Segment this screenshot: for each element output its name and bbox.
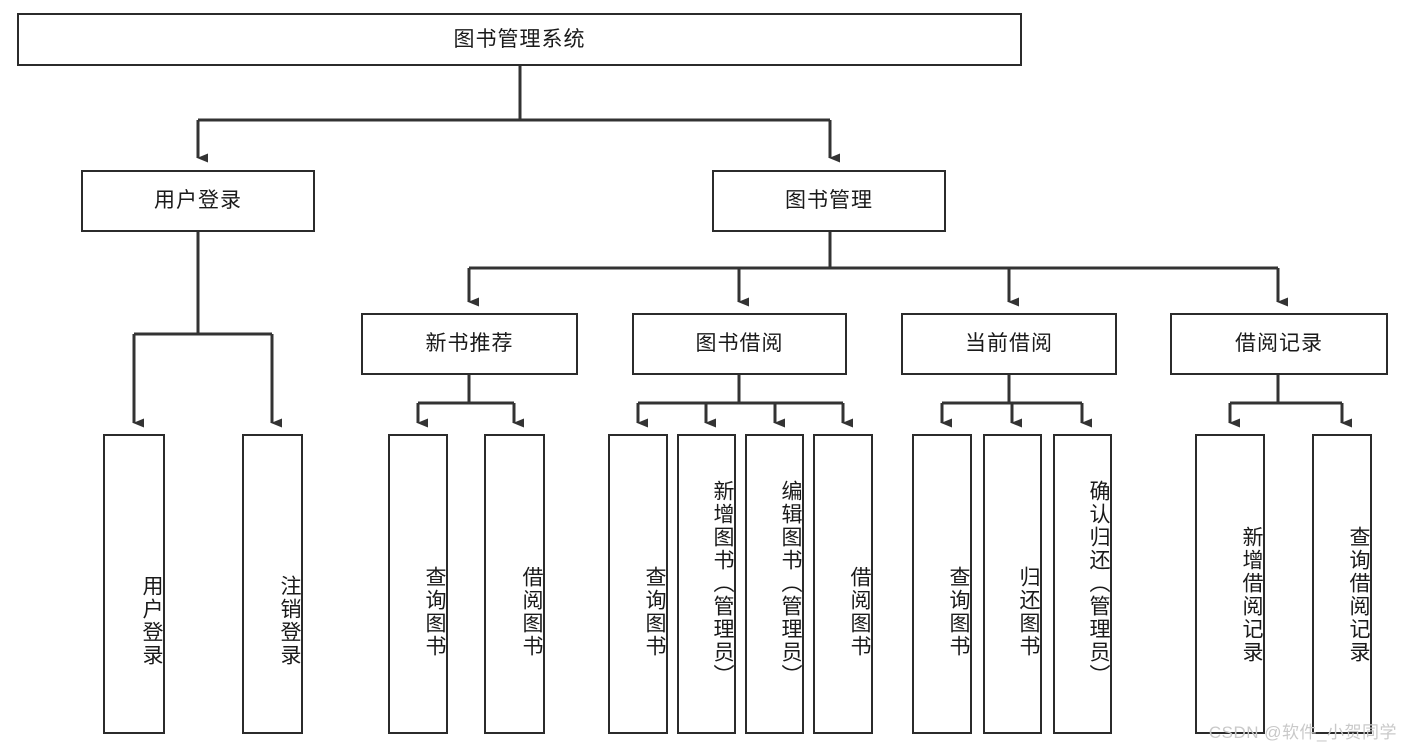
leaf-query-book-2[interactable]: 查询图书 (608, 434, 668, 734)
node-borrow-record-label: 借阅记录 (1235, 332, 1323, 356)
leaf-logout-login[interactable]: 注销登录 (242, 434, 303, 734)
leaf-query-record[interactable]: 查询借阅记录 (1312, 434, 1372, 734)
node-book-manage[interactable]: 图书管理 (712, 170, 946, 232)
leaf-return-book[interactable]: 归还图书 (983, 434, 1042, 734)
node-current-borrow[interactable]: 当前借阅 (901, 313, 1117, 375)
leaf-query-book-2-label: 查询图书 (643, 566, 666, 658)
node-new-book-recommend-label: 新书推荐 (425, 332, 514, 356)
leaf-user-login[interactable]: 用户登录 (103, 434, 165, 734)
leaf-query-record-label: 查询借阅记录 (1347, 526, 1370, 664)
leaf-add-record-label: 新增借阅记录 (1240, 526, 1263, 664)
node-root[interactable]: 图书管理系统 (17, 13, 1022, 66)
node-new-book-recommend[interactable]: 新书推荐 (361, 313, 578, 375)
leaf-edit-book-label: 编辑图书（管理员） (779, 479, 802, 687)
node-root-label: 图书管理系统 (453, 27, 586, 51)
leaf-add-record[interactable]: 新增借阅记录 (1195, 434, 1265, 734)
leaf-user-login-label: 用户登录 (140, 575, 163, 667)
leaf-query-book-3[interactable]: 查询图书 (912, 434, 972, 734)
leaf-query-book-1[interactable]: 查询图书 (388, 434, 448, 734)
leaf-borrow-book-2-label: 借阅图书 (848, 566, 871, 658)
node-current-borrow-label: 当前借阅 (965, 332, 1053, 356)
node-book-borrow-label: 图书借阅 (695, 332, 784, 356)
node-book-manage-label: 图书管理 (785, 189, 873, 213)
leaf-query-book-1-label: 查询图书 (423, 566, 446, 658)
leaf-add-book[interactable]: 新增图书（管理员） (677, 434, 736, 734)
leaf-query-book-3-label: 查询图书 (947, 566, 970, 658)
leaf-edit-book[interactable]: 编辑图书（管理员） (745, 434, 804, 734)
node-user-login[interactable]: 用户登录 (81, 170, 315, 232)
leaf-borrow-book-1[interactable]: 借阅图书 (484, 434, 545, 734)
leaf-borrow-book-2[interactable]: 借阅图书 (813, 434, 873, 734)
node-user-login-label: 用户登录 (154, 189, 242, 213)
leaf-confirm-return-label: 确认归还（管理员） (1087, 479, 1110, 687)
leaf-borrow-book-1-label: 借阅图书 (520, 566, 543, 658)
leaf-logout-login-label: 注销登录 (278, 575, 301, 667)
leaf-confirm-return[interactable]: 确认归还（管理员） (1053, 434, 1112, 734)
node-book-borrow[interactable]: 图书借阅 (632, 313, 847, 375)
leaf-return-book-label: 归还图书 (1017, 566, 1040, 658)
node-borrow-record[interactable]: 借阅记录 (1170, 313, 1388, 375)
leaf-add-book-label: 新增图书（管理员） (711, 479, 734, 687)
